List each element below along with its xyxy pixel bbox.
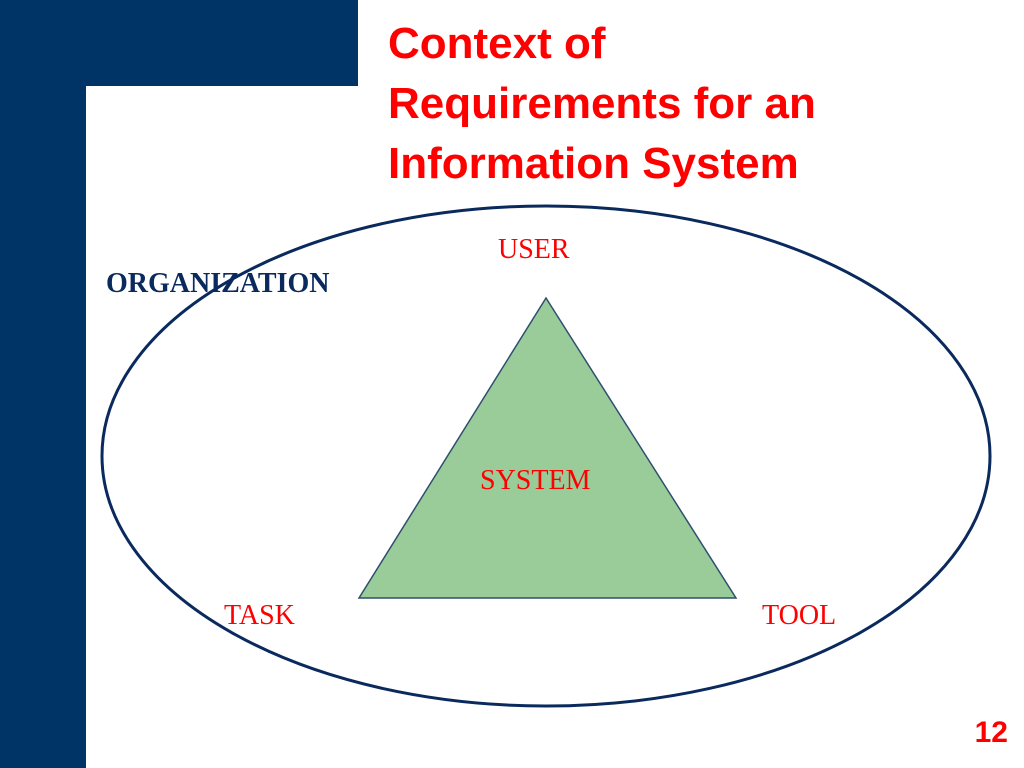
page-number: 12 xyxy=(974,716,1008,749)
tool-label: TOOL xyxy=(762,600,837,631)
system-triangle xyxy=(357,296,738,599)
user-label: USER xyxy=(498,234,570,265)
system-label: SYSTEM xyxy=(480,465,591,496)
task-label: TASK xyxy=(224,600,295,631)
slide-title: Context of Requirements for an Informati… xyxy=(388,19,816,188)
top-band xyxy=(0,0,358,86)
organization-ellipse xyxy=(100,204,992,708)
organization-label: ORGANIZATION xyxy=(106,268,330,299)
sidebar-band xyxy=(0,0,86,768)
